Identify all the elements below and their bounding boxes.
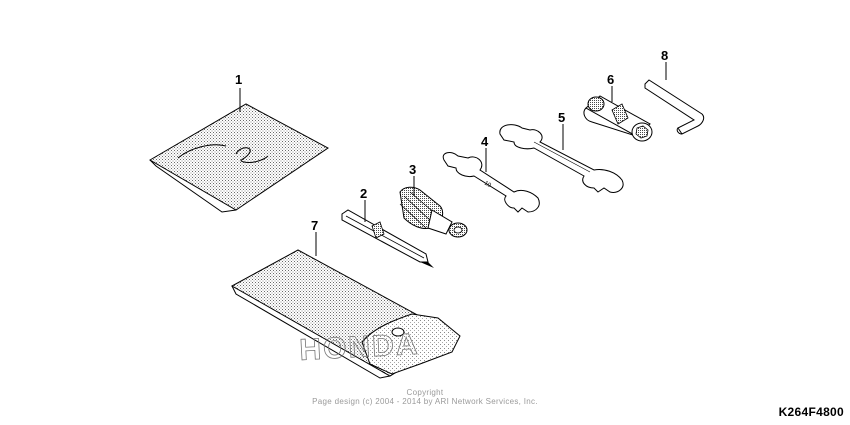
part-4-small-wrench: 10 — [442, 152, 540, 213]
callout-numbers: 1 2 3 4 5 6 7 8 — [235, 48, 668, 233]
part-5-large-wrench — [499, 124, 624, 193]
copyright-notice: Page design (c) 2004 - 2014 by ARI Netwo… — [312, 397, 538, 406]
callout-leaders — [239, 62, 667, 256]
honda-watermark: HONDA — [299, 328, 421, 367]
callout-4: 4 — [481, 134, 489, 149]
callout-7: 7 — [311, 218, 318, 233]
callout-2: 2 — [360, 186, 367, 201]
part-1-plastic-bag — [149, 103, 329, 213]
svg-text:10: 10 — [483, 181, 492, 190]
copyright-title: Copyright — [406, 388, 444, 397]
callout-3: 3 — [409, 162, 416, 177]
callout-5: 5 — [558, 110, 565, 125]
part-8-hex-key — [644, 79, 705, 135]
callout-6: 6 — [607, 72, 614, 87]
figure-code: K264F4800 — [778, 405, 844, 419]
callout-1: 1 — [235, 72, 242, 87]
callout-8: 8 — [661, 48, 668, 63]
part-7-tool-pouch: HONDA — [230, 249, 461, 379]
part-6-box-wrench — [583, 95, 653, 142]
part-2-screwdriver-bit — [341, 209, 434, 268]
part-3-screwdriver-handle — [399, 186, 468, 238]
